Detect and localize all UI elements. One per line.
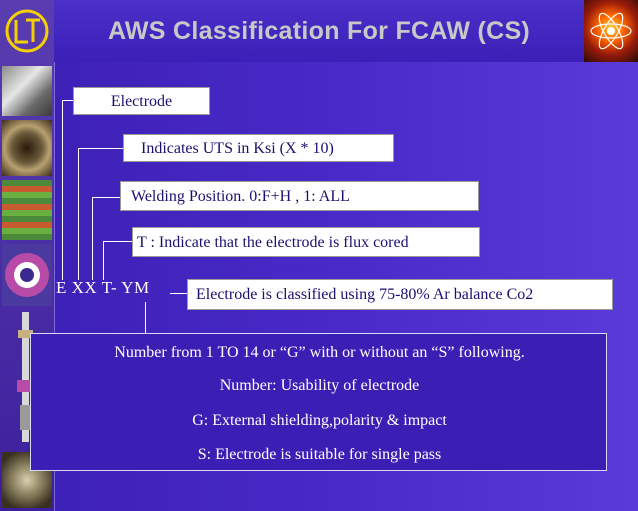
connector-position-h xyxy=(92,197,120,198)
connector-uts-h xyxy=(78,148,124,149)
flange-photo xyxy=(2,244,52,306)
classification-code: E XX T- YM xyxy=(56,278,150,297)
position-label: Welding Position. 0:F+H , 1: ALL xyxy=(131,188,350,205)
electrode-label-box: Electrode xyxy=(73,87,210,115)
position-label-box: Welding Position. 0:F+H , 1: ALL xyxy=(120,181,479,211)
machinery-photo-2 xyxy=(2,120,52,176)
flux-label: T : Indicate that the electrode is flux … xyxy=(137,234,409,251)
connector-position-v xyxy=(92,197,93,280)
details-box: Number from 1 TO 14 or “G” with or witho… xyxy=(30,333,607,471)
connector-electrode-h xyxy=(62,100,74,101)
connector-flux-v xyxy=(103,241,104,280)
atom-icon xyxy=(584,0,638,62)
connector-uts-v xyxy=(78,148,79,280)
details-line-2: Number: Usability of electrode xyxy=(219,377,420,394)
gas-label: Electrode is classified using 75-80% Ar … xyxy=(196,286,534,303)
image-sidebar xyxy=(0,0,55,511)
connector-electrode-v xyxy=(62,100,63,280)
machinery-photo-1 xyxy=(2,66,52,116)
uts-label-box: Indicates UTS in Ksi (X * 10) xyxy=(123,134,394,162)
details-line-3: G: External shielding,polarity & impact xyxy=(192,412,447,429)
slide-title: AWS Classification For FCAW (CS) xyxy=(107,16,531,45)
flux-label-box: T : Indicate that the electrode is flux … xyxy=(132,227,480,257)
uts-label: Indicates UTS in Ksi (X * 10) xyxy=(141,140,334,157)
connector-flux-h xyxy=(103,241,133,242)
connector-gas-h xyxy=(170,293,188,294)
connector-details-v xyxy=(145,302,146,333)
details-line-1: Number from 1 TO 14 or “G” with or witho… xyxy=(114,344,525,361)
title-bar xyxy=(54,0,638,62)
column-photo xyxy=(2,310,52,445)
details-line-4: S: Electrode is suitable for single pass xyxy=(197,446,442,463)
electrode-label: Electrode xyxy=(110,93,173,110)
lt-logo-icon xyxy=(2,4,52,58)
gas-label-box: Electrode is classified using 75-80% Ar … xyxy=(187,279,613,310)
vessel-photo xyxy=(2,180,52,240)
